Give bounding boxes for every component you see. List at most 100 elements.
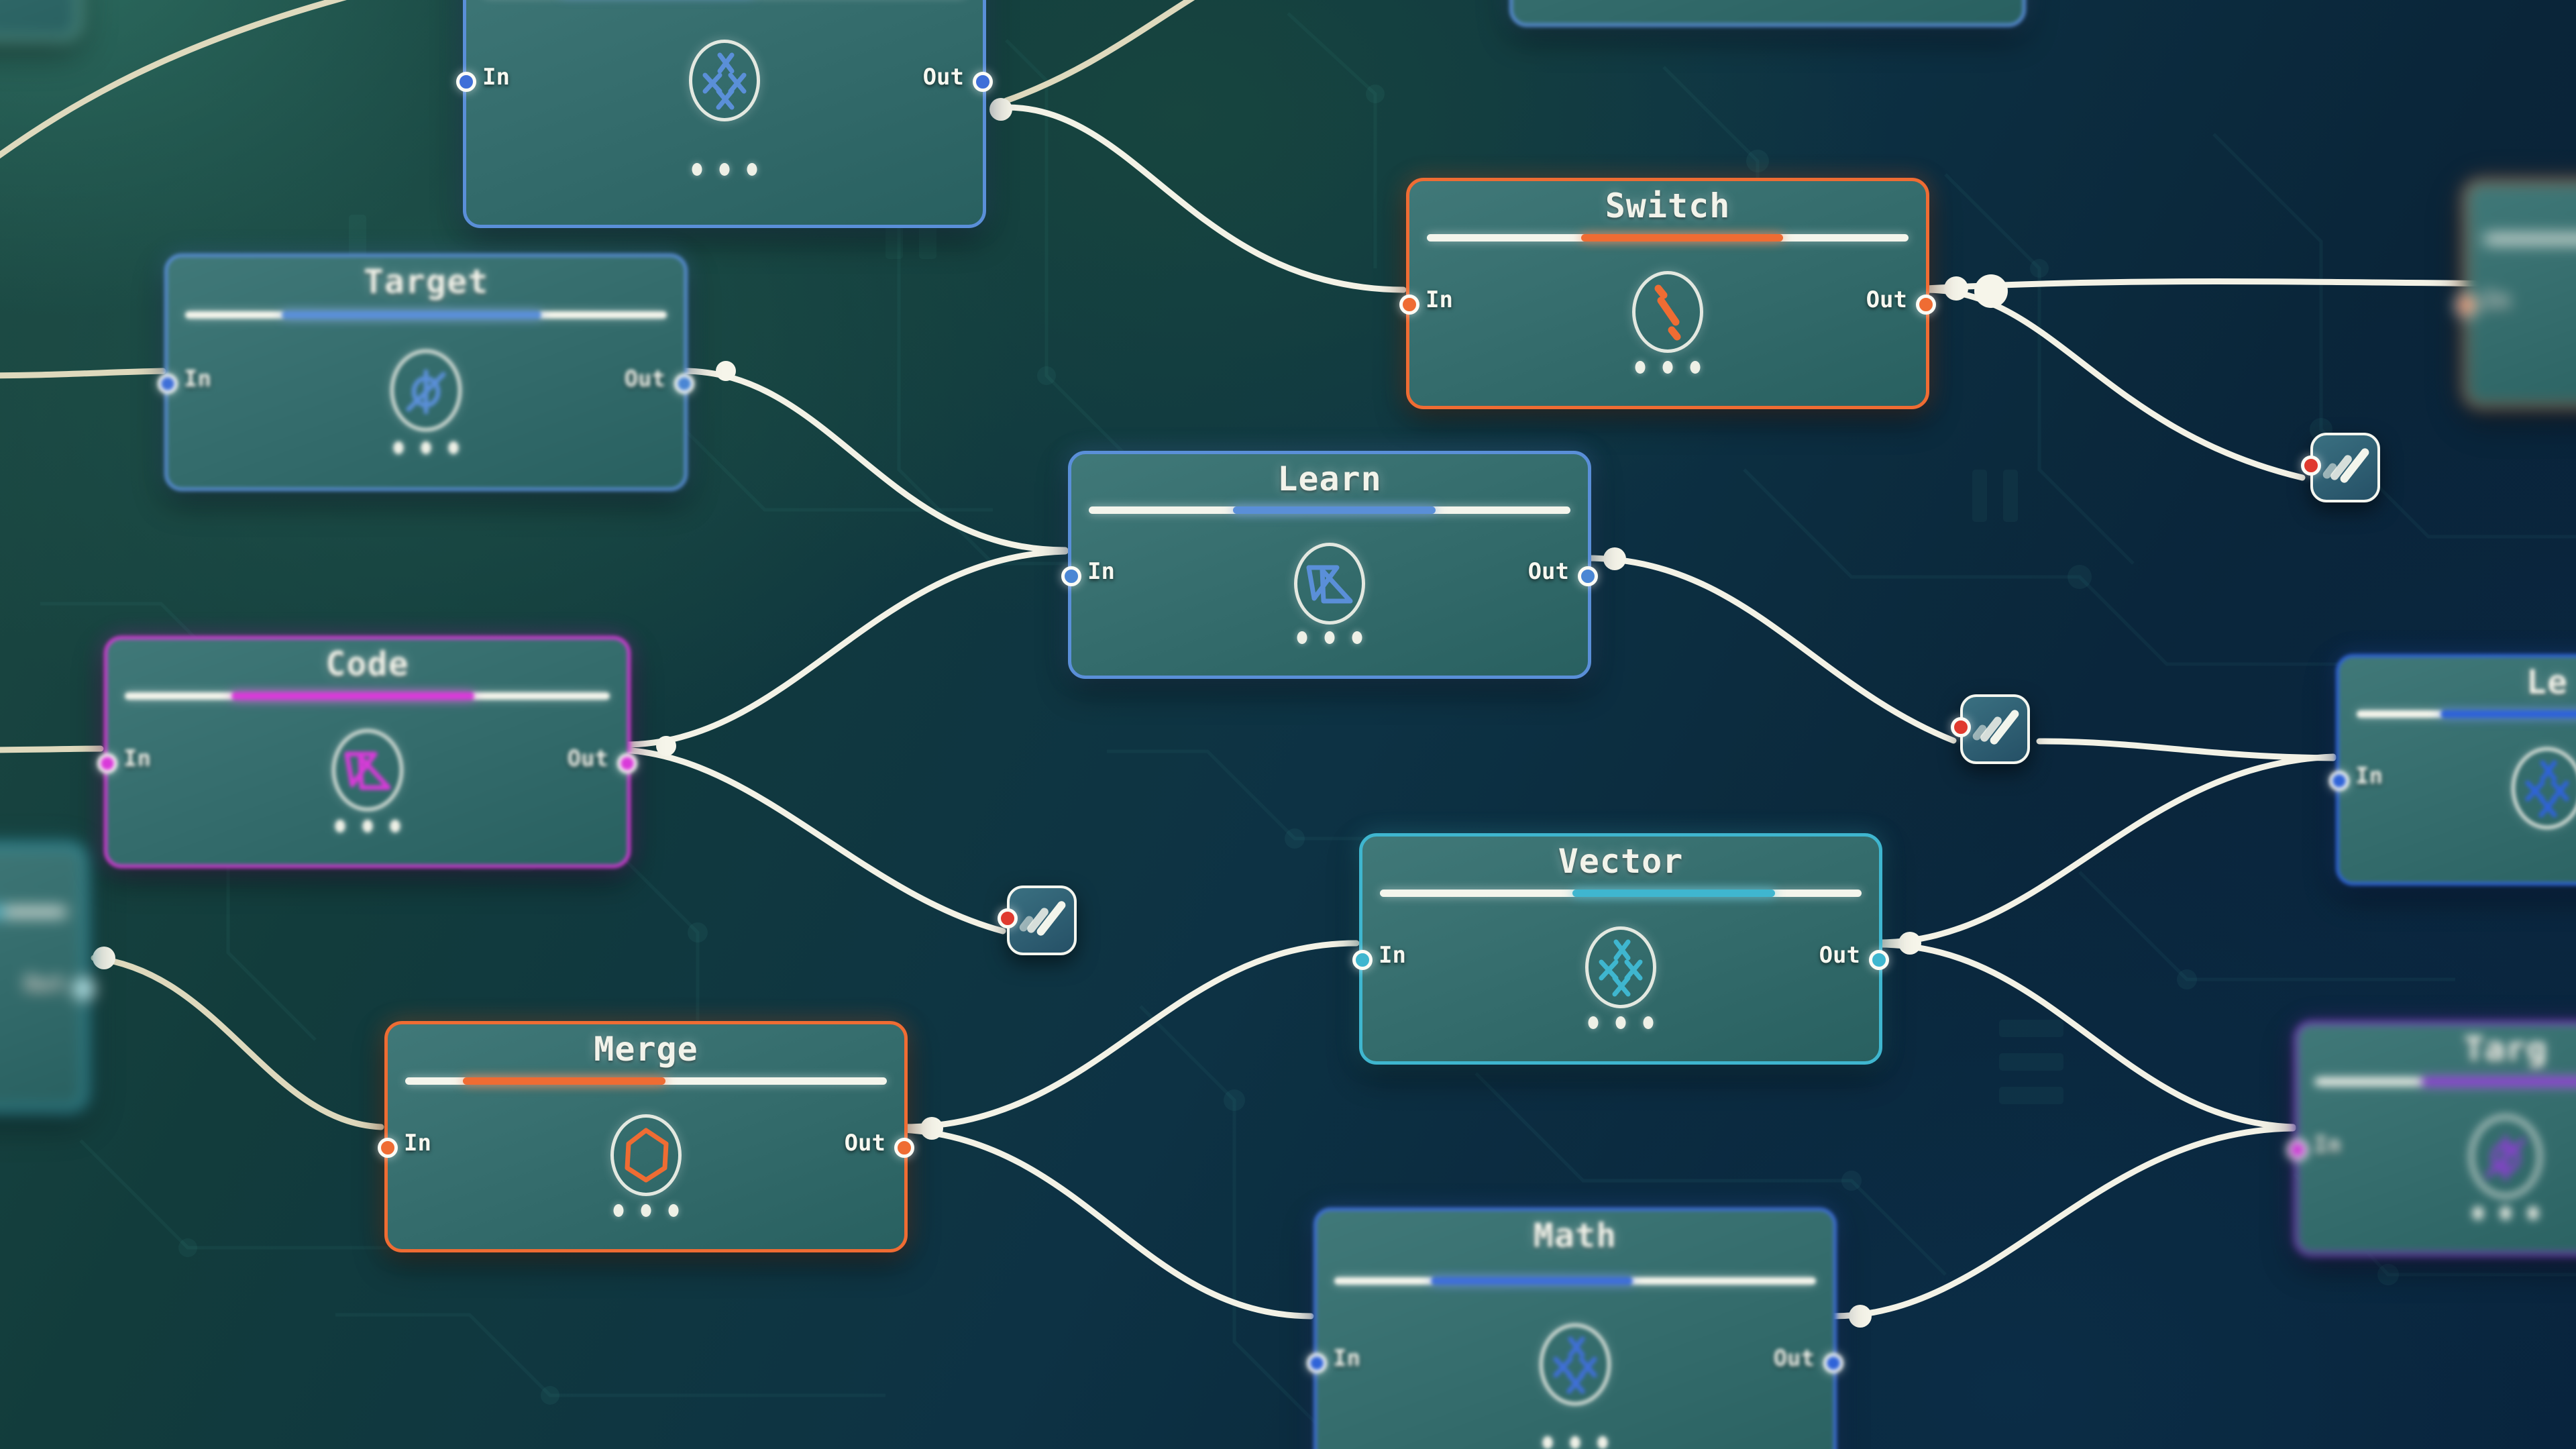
wire-travel-dot — [1898, 932, 1921, 955]
node-orange-right[interactable]: In — [2457, 180, 2576, 408]
node-math-bottom[interactable]: Math In Out — [1307, 1208, 1843, 1449]
node-more-dots[interactable] — [1297, 631, 1362, 644]
port-in-label: In — [1333, 1345, 1360, 1372]
chip-port-in[interactable] — [1951, 717, 1971, 737]
wire-code-to-chip — [621, 747, 1006, 934]
port-in-label: In — [404, 1130, 431, 1157]
node-progress-bar[interactable] — [2315, 1078, 2576, 1085]
port-out[interactable] — [1823, 1353, 1843, 1373]
wire-travel-dot — [989, 98, 1012, 121]
node-learn-right[interactable]: Le In — [2329, 654, 2576, 885]
port-in-label: In — [2355, 763, 2383, 790]
node-progress-bar[interactable] — [125, 692, 610, 700]
node-more-dots[interactable] — [1542, 1436, 1608, 1449]
progress-fill — [1430, 1277, 1633, 1285]
chip-port-in[interactable] — [998, 908, 1018, 928]
node-title: Code — [325, 645, 409, 684]
node-more-dots[interactable] — [692, 163, 757, 176]
node-target[interactable]: Target In Out — [158, 254, 694, 491]
port-out[interactable] — [617, 753, 637, 773]
reroute-chip-chip-learn-out[interactable] — [1951, 694, 2030, 764]
node-target-right[interactable]: Targ In — [2288, 1021, 2576, 1256]
node-code[interactable]: Code In Out — [97, 636, 637, 868]
port-out[interactable] — [1916, 294, 1936, 315]
node-title: Vector — [1558, 842, 1684, 881]
port-in-label: In — [1087, 558, 1115, 585]
port-in[interactable] — [1352, 950, 1373, 970]
port-in-label: In — [123, 745, 151, 772]
code-triangles-icon — [331, 729, 403, 811]
port-out-label: Out — [624, 366, 665, 392]
progress-fill — [0, 908, 3, 916]
progress-fill — [2440, 710, 2576, 718]
port-in[interactable] — [2329, 771, 2349, 791]
port-in[interactable] — [378, 1138, 398, 1158]
node-more-dots[interactable] — [393, 441, 459, 454]
wire-left-to-target — [0, 368, 166, 379]
node-progress-bar[interactable] — [185, 311, 667, 319]
wire-travel-dot — [920, 1117, 943, 1140]
port-in[interactable] — [1399, 294, 1419, 315]
port-out[interactable] — [973, 72, 993, 92]
node-switch[interactable]: Switch In Out — [1399, 178, 1936, 409]
node-more-dots[interactable] — [613, 1204, 679, 1217]
port-in[interactable] — [2288, 1140, 2308, 1160]
node-more-dots[interactable] — [1635, 361, 1701, 374]
port-out[interactable] — [74, 979, 94, 999]
port-out-label: Out — [1773, 1345, 1815, 1372]
progress-fill — [1233, 506, 1436, 514]
node-merge[interactable]: Merge In Out — [378, 1021, 914, 1252]
port-in-label: In — [1426, 286, 1453, 313]
wire-mathtop-to-switch — [1003, 104, 1407, 293]
port-in[interactable] — [97, 753, 117, 773]
port-in-label: In — [1379, 942, 1406, 969]
port-out[interactable] — [1869, 950, 1889, 970]
port-out-label: Out — [1527, 558, 1569, 585]
node-title: Switch — [1605, 186, 1731, 225]
node-progress-bar[interactable] — [0, 908, 66, 916]
node-vector[interactable]: Vector In Out — [1352, 833, 1889, 1065]
node-more-dots[interactable] — [2473, 1207, 2538, 1220]
chip-port-in[interactable] — [2301, 455, 2321, 476]
node-title: Merge — [594, 1030, 698, 1069]
progress-fill — [1580, 234, 1784, 241]
node-progress-bar[interactable] — [1334, 1277, 1816, 1285]
reroute-chip-chip-code-out[interactable] — [998, 885, 1077, 955]
port-in[interactable] — [158, 374, 178, 394]
port-in-label: In — [2483, 287, 2510, 314]
node-learn[interactable]: Learn In Out — [1061, 451, 1598, 679]
reroute-chip-chip-switch-out[interactable] — [2301, 433, 2380, 502]
node-more-dots[interactable] — [1588, 1016, 1654, 1029]
node-progress-bar[interactable] — [1427, 234, 1909, 241]
wire-travel-dot — [93, 947, 115, 969]
vector-star-icon — [1585, 926, 1656, 1008]
port-out-label: Out — [23, 971, 65, 998]
hexagon-icon — [610, 1114, 682, 1196]
node-top-left-partial[interactable] — [0, 0, 80, 40]
progress-fill — [1572, 890, 1775, 897]
node-progress-bar[interactable] — [405, 1077, 887, 1085]
node-progress-bar[interactable] — [1380, 890, 1862, 897]
port-in[interactable] — [1061, 566, 1081, 586]
node-progress-bar[interactable] — [2484, 235, 2576, 243]
node-left-out[interactable]: Out — [0, 844, 94, 1111]
port-in[interactable] — [2457, 295, 2477, 315]
port-out[interactable] — [894, 1138, 914, 1158]
node-progress-bar[interactable] — [2357, 710, 2576, 718]
vector-star-icon — [2512, 747, 2576, 829]
node-more-dots[interactable] — [335, 820, 400, 833]
node-math-top[interactable]: Math In Out — [456, 0, 993, 228]
port-in[interactable] — [1307, 1353, 1327, 1373]
port-in[interactable] — [456, 72, 476, 92]
node-progress-bar[interactable] — [1089, 506, 1570, 514]
wire-learn-to-chip — [1582, 555, 1957, 744]
vector-star-icon — [1540, 1324, 1611, 1405]
port-out[interactable] — [674, 374, 694, 394]
wire-math-to-targetright — [1829, 1125, 2296, 1320]
wire-travel-dot — [1603, 547, 1626, 570]
port-out[interactable] — [1578, 566, 1598, 586]
target-icon — [2470, 1116, 2541, 1197]
node-top-right-partial[interactable] — [1509, 0, 2026, 27]
wire-merge-to-math — [900, 1126, 1314, 1320]
